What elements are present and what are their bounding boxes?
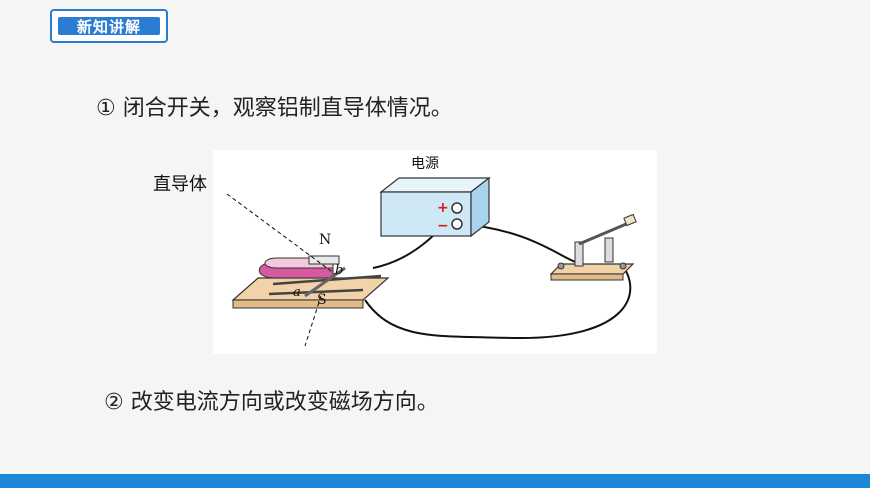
straight-conductor xyxy=(304,266,346,298)
bottom-bar xyxy=(0,474,870,488)
point-a-label: a xyxy=(293,285,301,300)
section-tag: 新知讲解 xyxy=(50,9,168,43)
point-b-label: b xyxy=(335,263,343,278)
switch-blade xyxy=(578,220,632,246)
minus-terminal xyxy=(451,218,463,230)
conductor-label: 直导体 xyxy=(153,174,207,195)
rail-front xyxy=(268,288,364,296)
field-line xyxy=(304,295,322,347)
step-2-text: ② 改变电流方向或改变磁场方向。 xyxy=(104,390,439,415)
conductor-pointer xyxy=(226,193,336,275)
plus-sign: + xyxy=(437,200,449,216)
experiment-figure: 电源 直导体 N S a b + − xyxy=(153,150,657,354)
pole-s-label: S xyxy=(317,292,327,308)
pole-n-label: N xyxy=(319,232,331,248)
plus-terminal xyxy=(451,202,463,214)
power-label: 电源 xyxy=(411,156,439,172)
wire-switch-rail xyxy=(364,263,632,340)
step-1-text: ① 闭合开关，观察铝制直导体情况。 xyxy=(96,96,453,121)
section-tag-label: 新知讲解 xyxy=(58,17,160,36)
minus-sign: − xyxy=(437,218,449,234)
experiment-diagram: 电源 直导体 N S a b + − xyxy=(153,156,637,347)
